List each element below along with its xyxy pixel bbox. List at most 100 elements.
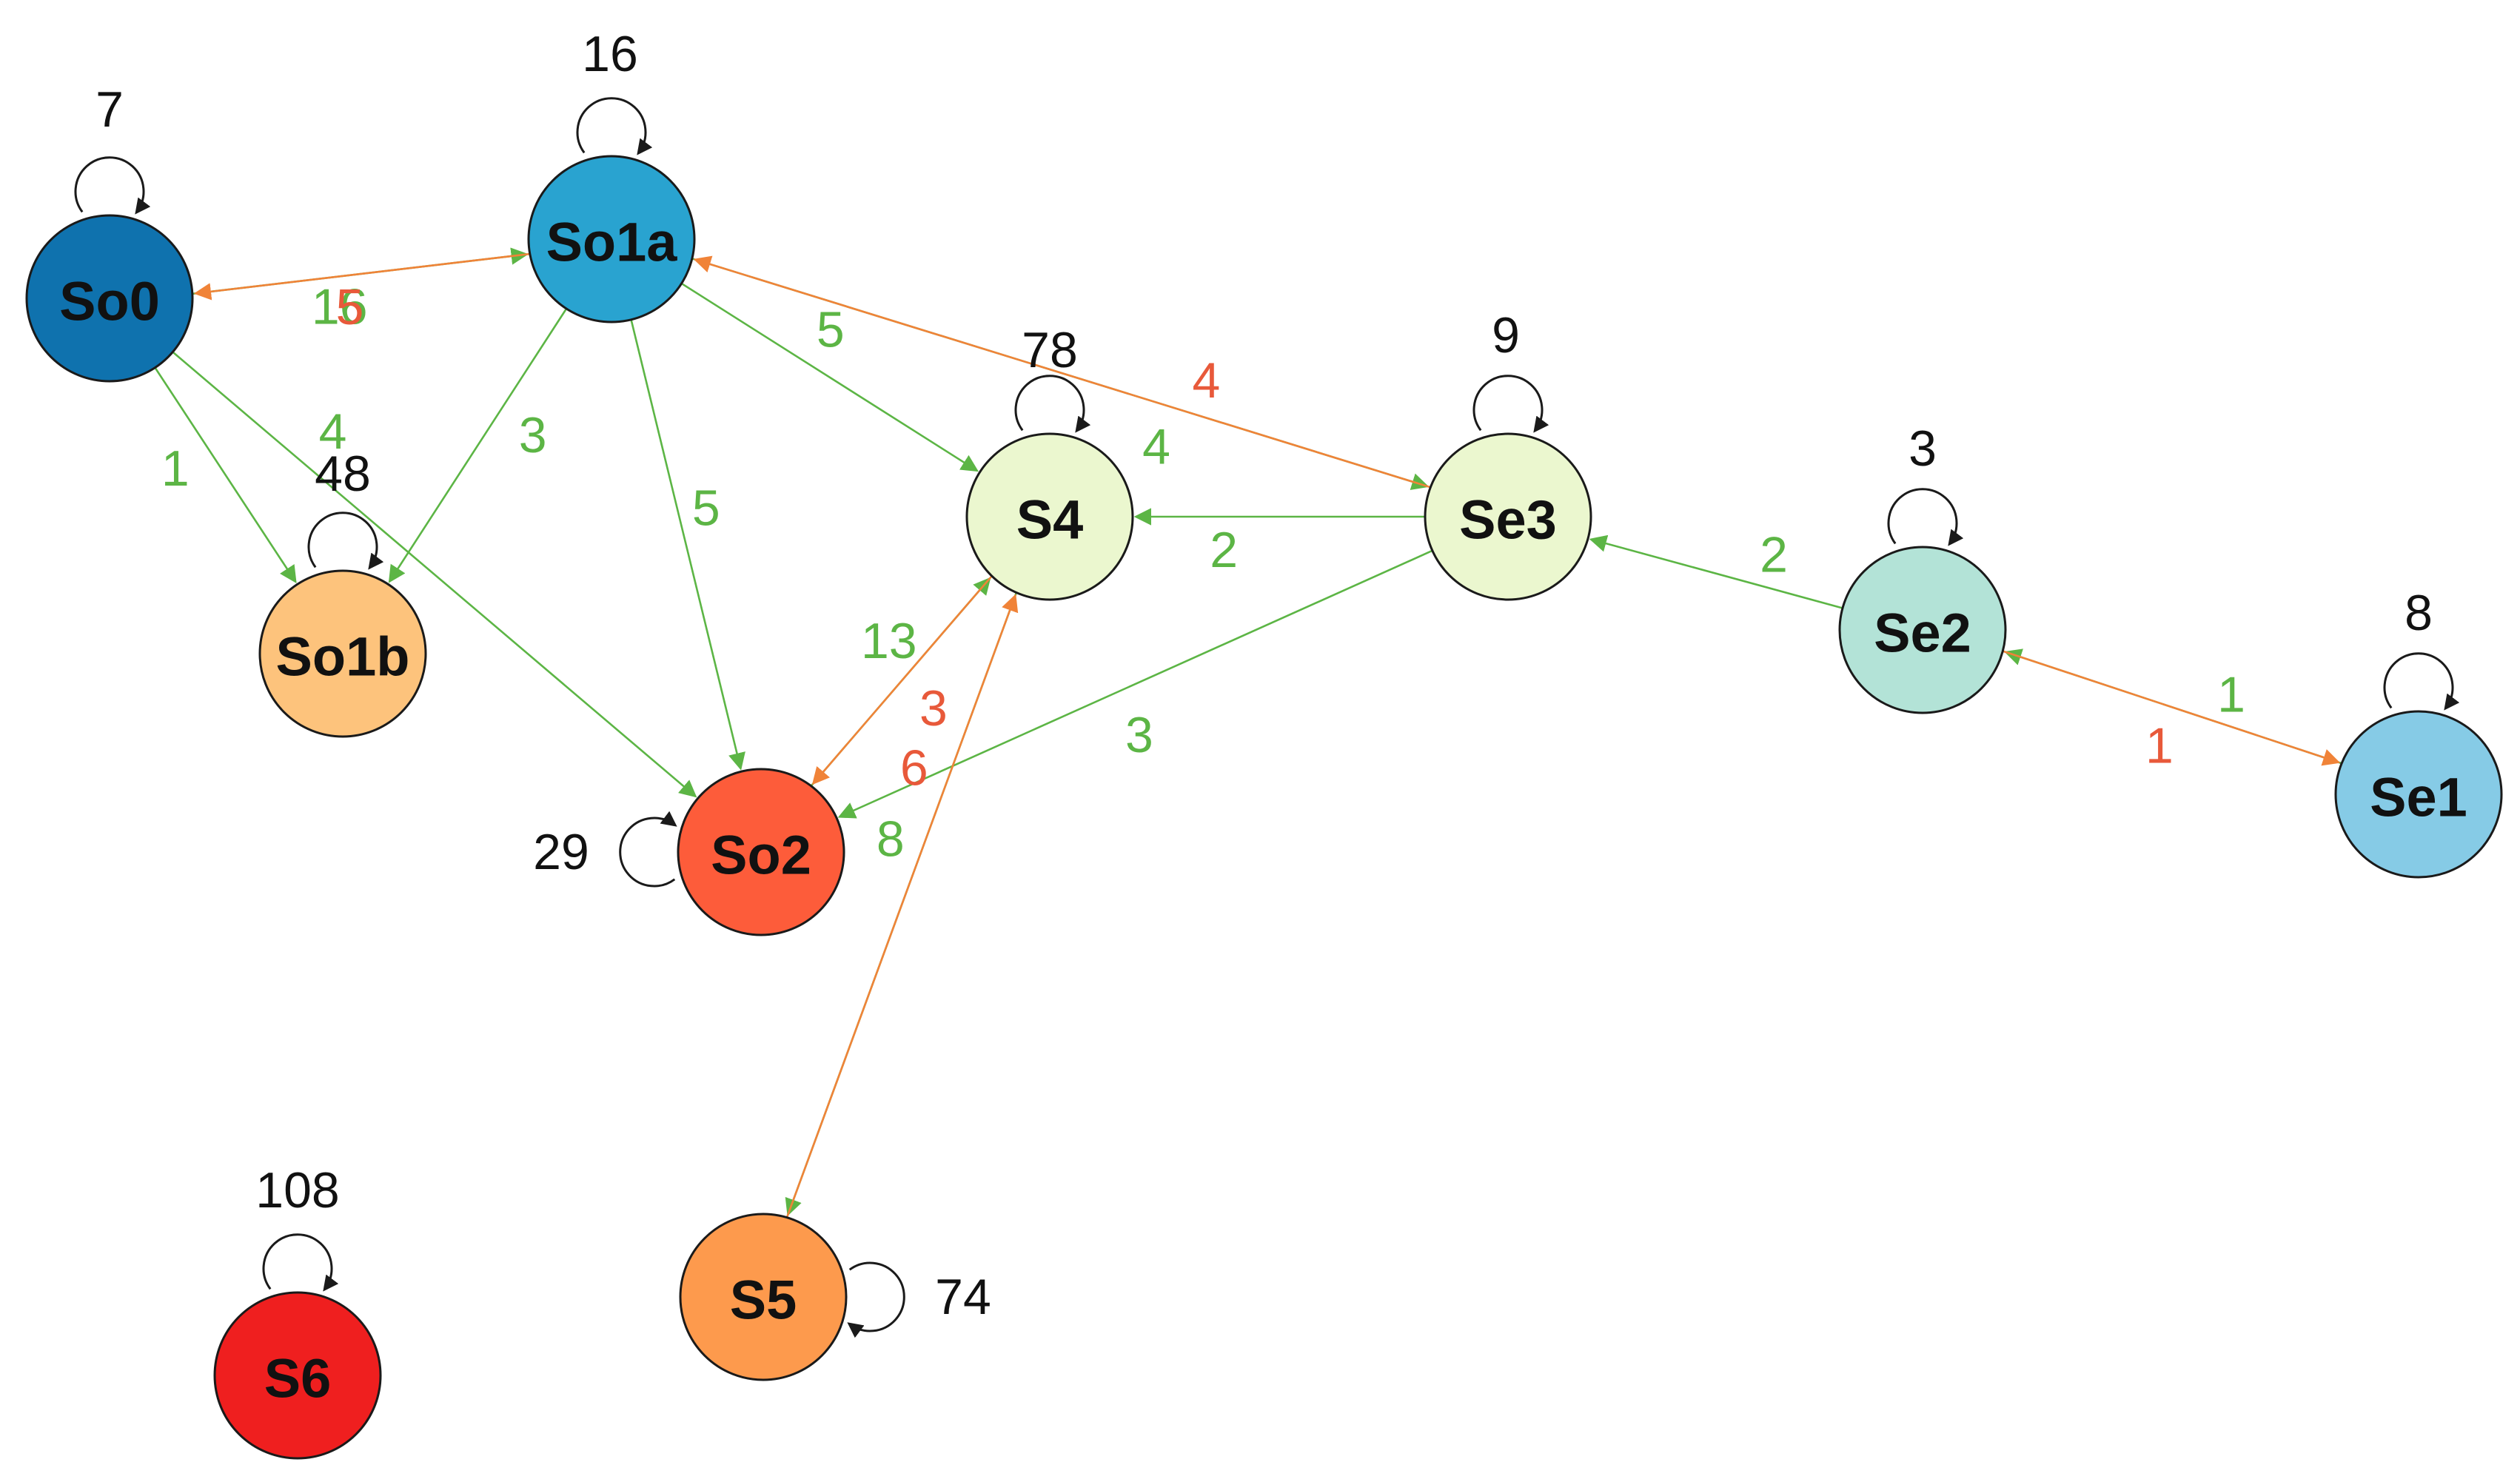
edge-label: 16 [312, 279, 368, 335]
edge-label: 1 [2145, 718, 2174, 774]
edge-label: 4 [319, 403, 347, 460]
node-circle [213, 1291, 382, 1460]
node-circle [677, 768, 845, 936]
node-se2: Se2 [1838, 546, 2007, 714]
edge-line [1589, 534, 1843, 609]
node-se1: Se1 [2334, 710, 2503, 879]
self-loop-arrow [576, 97, 653, 155]
edge-so1a-to-so2: 5 [630, 319, 745, 771]
self-loop-count: 108 [255, 1162, 339, 1218]
self-loop-count: 8 [2405, 585, 2433, 641]
node-s5: S5 [679, 1213, 848, 1381]
node-circle [2334, 710, 2503, 879]
node-circle [527, 155, 696, 323]
edge-label: 3 [919, 680, 948, 737]
node-label: So1b [276, 626, 410, 688]
edge-so0-to-so2: 4 [172, 351, 697, 798]
edge-se3-to-so2: 3 [837, 549, 1433, 819]
node-s6: S6 [213, 1291, 382, 1460]
node-label: So1a [546, 212, 678, 273]
edge-line [680, 282, 979, 472]
self-loop-count: 48 [315, 446, 371, 502]
node-so2: So2 [677, 768, 845, 936]
edge-label: 13 [861, 613, 917, 669]
self-loop-so1a: 16 [576, 26, 653, 155]
node-label: S5 [730, 1270, 797, 1331]
self-loop-count: 29 [533, 824, 589, 880]
node-circle [965, 432, 1134, 601]
edge-label: 2 [1760, 526, 1788, 583]
node-label: Se2 [1874, 603, 1971, 664]
edge-line [837, 549, 1433, 819]
edge-label: 6 [900, 740, 928, 796]
edge-label: 2 [1210, 522, 1238, 578]
self-loop-arrow [1472, 375, 1549, 433]
edge-so0-to-so1b: 1 [154, 366, 297, 583]
self-loop-arrow [1887, 488, 1964, 546]
node-so1b: So1b [258, 569, 427, 738]
node-circle [258, 569, 427, 738]
edge-line [2003, 650, 2341, 766]
node-label: So0 [59, 271, 160, 332]
edge-se2-to-se1: 1 [2003, 650, 2341, 774]
self-loop-count: 9 [1492, 307, 1520, 363]
self-loop-s6: 108 [255, 1162, 340, 1292]
self-loop-arrow [2383, 652, 2460, 711]
self-loop-count: 3 [1909, 420, 1937, 477]
edge-line [785, 594, 1019, 1218]
edge-s5-to-s4: 6 [785, 594, 1019, 1218]
self-loop-se3: 9 [1472, 307, 1549, 433]
edge-label: 1 [161, 440, 190, 497]
edge-label: 8 [877, 811, 905, 867]
edge-label: 5 [336, 279, 364, 335]
self-loop-arrow [307, 512, 384, 570]
node-s4: S4 [965, 432, 1134, 601]
edge-label: 4 [1193, 352, 1221, 409]
edge-line [388, 308, 568, 583]
edge-s4-to-so2: 3 [811, 575, 993, 785]
edge-so1a-to-so0: 5 [193, 252, 530, 335]
self-loop-arrow [74, 156, 151, 215]
node-circle [679, 1213, 848, 1381]
edge-label: 1 [2217, 667, 2245, 723]
self-loop-arrow [1014, 375, 1091, 433]
self-loop-count: 78 [1022, 322, 1078, 378]
edge-line [630, 319, 745, 771]
edge-label: 5 [817, 301, 845, 358]
edge-se3-to-so1a: 4 [693, 255, 1431, 489]
edge-label: 5 [692, 480, 720, 537]
node-label: So2 [711, 825, 811, 886]
edge-line [172, 351, 697, 798]
edge-line [811, 575, 993, 785]
self-loop-arrow [619, 811, 677, 888]
edge-so1a-to-s4: 5 [680, 282, 979, 472]
node-so0: So0 [25, 214, 194, 383]
self-loop-count: 16 [582, 26, 638, 82]
edge-so1a-to-so1b: 3 [388, 308, 568, 583]
node-circle [1838, 546, 2007, 714]
self-loop-arrow [847, 1261, 905, 1338]
node-so1a: So1a [527, 155, 696, 323]
self-loop-s5: 74 [847, 1261, 991, 1338]
edge-line [693, 255, 1431, 489]
self-loop-se1: 8 [2383, 585, 2460, 711]
node-circle [1424, 432, 1592, 601]
edge-label: 3 [519, 407, 547, 463]
self-loop-s4: 78 [1014, 322, 1091, 433]
edge-label: 4 [1142, 418, 1170, 475]
self-loop-so2: 29 [533, 811, 677, 888]
node-label: Se3 [1459, 489, 1557, 551]
edge-se3-to-s4: 2 [1133, 508, 1425, 578]
self-loop-so0: 7 [74, 81, 151, 215]
node-label: S6 [264, 1348, 332, 1409]
self-loop-count: 7 [95, 81, 124, 138]
node-label: Se1 [2370, 767, 2467, 828]
edge-se2-to-se3: 2 [1589, 526, 1843, 609]
self-loop-count: 74 [935, 1269, 991, 1325]
self-loop-arrow [262, 1233, 339, 1292]
edge-line [154, 366, 297, 583]
